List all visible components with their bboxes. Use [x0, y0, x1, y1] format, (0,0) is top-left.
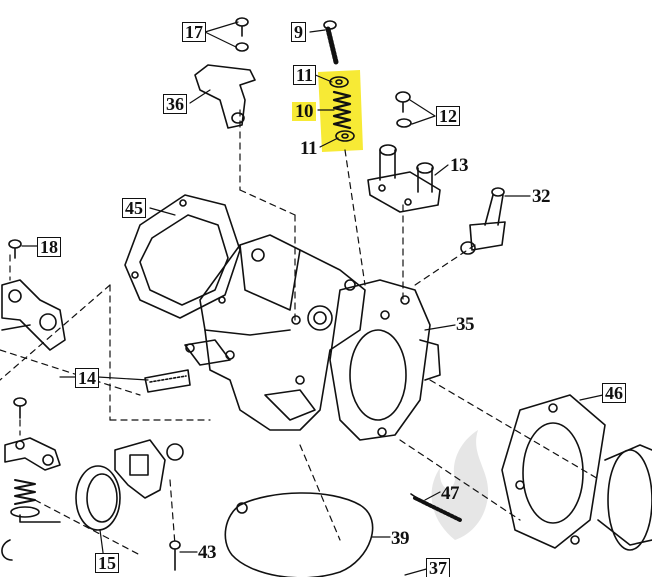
part-11-washer-bottom	[335, 130, 355, 142]
callout-43: 43	[198, 542, 217, 563]
part-43-screw	[169, 540, 181, 571]
part-10-spring	[332, 90, 352, 130]
part-9-screw	[323, 20, 339, 65]
callout-11-top: 11	[293, 65, 317, 85]
lower-left-spring	[10, 479, 61, 523]
part-47-stud	[410, 493, 462, 522]
callout-46: 46	[602, 383, 626, 403]
part-14-bracket	[144, 369, 191, 393]
dashed-leader-lines	[0, 109, 601, 556]
highlight-region	[318, 70, 363, 152]
callout-35: 35	[456, 314, 475, 335]
callout-32: 32	[532, 186, 551, 207]
callout-45: 45	[122, 198, 146, 218]
callout-37: 37	[426, 558, 450, 577]
callout-17: 17	[182, 22, 206, 42]
callout-15: 15	[95, 553, 119, 573]
callout-36: 36	[163, 94, 187, 114]
part-12-screw	[395, 91, 412, 128]
lower-left-hook	[1, 539, 13, 561]
part-46-adapter	[501, 394, 652, 551]
sensor-component	[114, 439, 184, 499]
part-45-gasket	[124, 194, 241, 319]
part-18-screw	[8, 239, 22, 259]
callout-leaders	[21, 21, 604, 576]
callout-9: 9	[291, 22, 306, 42]
callout-39: 39	[391, 528, 410, 549]
callout-10: 10	[292, 102, 316, 121]
left-linkage	[1, 279, 66, 351]
callout-13: 13	[450, 155, 469, 176]
part-35-flange	[329, 279, 441, 441]
callout-11-bottom: 11	[300, 138, 317, 159]
callout-47: 47	[441, 483, 460, 504]
part-11-washer-top	[329, 76, 349, 88]
callout-18: 18	[37, 237, 61, 257]
part-13-bracket	[367, 144, 441, 213]
lower-left-screw	[13, 397, 27, 419]
lower-left-lever	[4, 437, 61, 471]
part-39-oring	[224, 492, 374, 577]
part-15-ring	[75, 465, 121, 531]
callout-14: 14	[75, 368, 99, 388]
callout-12: 12	[436, 106, 460, 126]
part-17-screw	[235, 17, 249, 52]
part-36-bracket	[194, 64, 256, 129]
part-32-fitting	[460, 187, 506, 255]
carburetor-body	[184, 234, 366, 431]
